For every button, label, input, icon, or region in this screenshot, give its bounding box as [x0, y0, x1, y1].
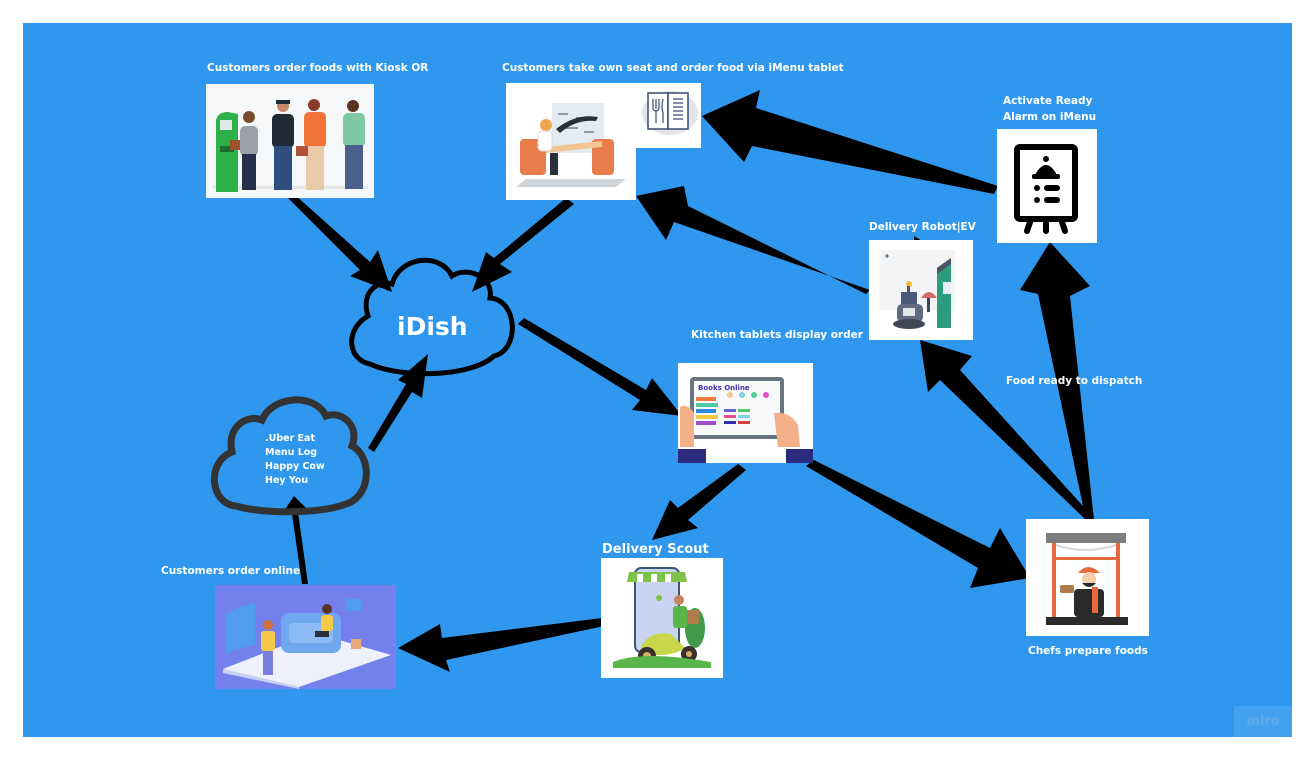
customer-seated-with-tablet-illustration — [506, 83, 636, 200]
delivery-scooter-illustration — [601, 558, 723, 678]
people-at-kiosk-illustration — [206, 84, 374, 198]
menu-book-icon — [642, 91, 698, 135]
tablet-title: Books Online — [698, 384, 750, 392]
chefs-label: Chefs prepare foods — [1028, 645, 1148, 657]
arrow-chefs-to-robot — [920, 340, 1092, 520]
aggregator-uber-eat: .Uber Eat — [265, 433, 316, 444]
arrow-scout-to-online — [398, 618, 604, 672]
alarm-label-line1: Activate Ready — [1003, 95, 1093, 107]
miro-watermark: miro — [1234, 706, 1292, 737]
arrow-idish-to-kitchen — [518, 318, 682, 416]
imenu-label: Customers take own seat and order food v… — [502, 62, 844, 74]
arrow-kitchen-to-chefs — [806, 460, 1030, 588]
aggregator-list: .Uber Eat Menu Log Happy Cow Hey You — [265, 432, 325, 488]
cloud-icon — [211, 396, 370, 516]
cloud-icon — [349, 257, 515, 377]
ready-alarm-menu-icon — [1014, 144, 1078, 234]
kitchen-image[interactable]: Books Online — [678, 363, 813, 463]
aggregator-happy-cow: Happy Cow — [265, 461, 325, 472]
kitchen-tablet-illustration: Books Online — [678, 363, 813, 463]
alarm-image[interactable] — [997, 129, 1097, 243]
online-image[interactable] — [215, 585, 396, 689]
online-ordering-illustration — [215, 585, 396, 689]
aggregator-cloud[interactable] — [211, 396, 370, 516]
arrow-kitchen-to-scout — [652, 464, 746, 540]
arrow-imenu-to-idish — [472, 198, 574, 292]
imenu-image[interactable] — [506, 83, 636, 200]
aggregator-menu-log: Menu Log — [265, 447, 318, 458]
scout-label: Delivery Scout — [602, 542, 709, 557]
alarm-label-line2: Alarm on iMenu — [1003, 111, 1097, 123]
dispatch-edge-label: Food ready to dispatch — [1006, 375, 1143, 387]
scout-image[interactable] — [601, 558, 723, 678]
kiosk-label: Customers order foods with Kiosk OR — [207, 62, 429, 74]
aggregator-hey-you: Hey You — [265, 475, 309, 486]
robot-label: Delivery Robot|EV — [869, 221, 976, 233]
arrow-kiosk-to-idish — [288, 194, 392, 292]
arrow-online-to-cloud — [282, 496, 310, 584]
arrow-alarm-to-imenu — [702, 90, 998, 194]
kiosk-image[interactable] — [206, 84, 374, 198]
idish-label: iDish — [397, 312, 468, 341]
alarm-label: Activate Ready Alarm on iMenu — [1003, 93, 1096, 125]
robot-image[interactable] — [869, 240, 973, 340]
chefs-image[interactable] — [1026, 519, 1149, 636]
arrow-cloud-to-idish — [368, 354, 428, 452]
delivery-robot-illustration — [869, 240, 973, 340]
arrow-robot-to-imenu — [636, 186, 870, 294]
chef-window-illustration — [1026, 519, 1149, 636]
menu-book-card[interactable] — [636, 83, 701, 148]
idish-cloud[interactable] — [349, 257, 515, 377]
online-label: Customers order online — [161, 565, 301, 577]
kitchen-label: Kitchen tablets display order — [691, 329, 863, 341]
arrow-chefs-to-alarm — [1020, 242, 1094, 520]
